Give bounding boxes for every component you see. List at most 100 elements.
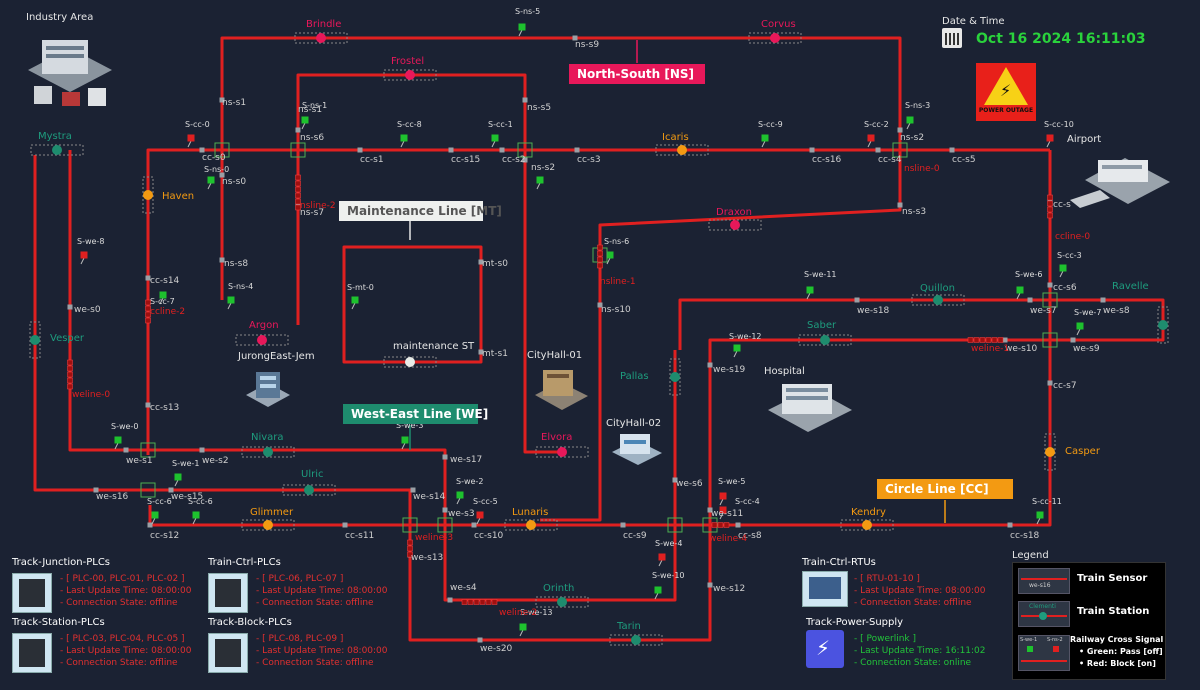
track-junction[interactable] xyxy=(437,517,453,533)
track-sensor[interactable] xyxy=(478,349,484,355)
track-sensor[interactable] xyxy=(342,522,348,528)
signal-green[interactable] xyxy=(806,286,814,294)
signal-green[interactable] xyxy=(906,116,914,124)
plc-ctrl-panel[interactable]: Train-Ctrl-PLCs xyxy=(208,557,281,569)
station-dot[interactable] xyxy=(820,335,830,345)
signal-green[interactable] xyxy=(1016,286,1024,294)
track-sensor[interactable] xyxy=(854,297,860,303)
signal-green[interactable] xyxy=(1059,264,1067,272)
signal-red[interactable] xyxy=(658,553,666,561)
track-sensor[interactable] xyxy=(522,97,528,103)
track-sensor[interactable] xyxy=(707,507,713,513)
signal-green[interactable] xyxy=(227,296,235,304)
signal-green[interactable] xyxy=(491,134,499,142)
track-sensor[interactable] xyxy=(897,127,903,133)
track-sensor[interactable] xyxy=(522,157,528,163)
track-sensor[interactable] xyxy=(219,172,225,178)
track-sensor[interactable] xyxy=(897,202,903,208)
signal-red[interactable] xyxy=(719,506,727,514)
signal-red[interactable] xyxy=(867,134,875,142)
track-sensor[interactable] xyxy=(620,522,626,528)
track-sensor[interactable] xyxy=(574,147,580,153)
track-sensor[interactable] xyxy=(735,522,741,528)
signal-green[interactable] xyxy=(1076,322,1084,330)
signal-red[interactable] xyxy=(1046,134,1054,142)
track-junction[interactable] xyxy=(892,142,908,158)
plc-block-panel[interactable]: Track-Block-PLCs xyxy=(208,617,292,629)
track-sensor[interactable] xyxy=(1007,522,1013,528)
track-sensor[interactable] xyxy=(219,97,225,103)
track-sensor[interactable] xyxy=(442,507,448,513)
track-junction[interactable] xyxy=(214,142,230,158)
track-sensor[interactable] xyxy=(572,35,578,41)
track-sensor[interactable] xyxy=(809,147,815,153)
track-sensor[interactable] xyxy=(93,487,99,493)
station-dot[interactable] xyxy=(670,372,680,382)
signal-green[interactable] xyxy=(733,344,741,352)
track-sensor[interactable] xyxy=(295,127,301,133)
track-sensor[interactable] xyxy=(168,487,174,493)
track-sensor[interactable] xyxy=(123,447,129,453)
track-sensor[interactable] xyxy=(448,147,454,153)
track-junction[interactable] xyxy=(402,517,418,533)
track-junction[interactable] xyxy=(140,482,156,498)
track-junction[interactable] xyxy=(140,442,156,458)
we-line-banner[interactable]: West-East Line [WE] xyxy=(343,404,488,424)
track-sensor[interactable] xyxy=(875,147,881,153)
track-sensor[interactable] xyxy=(145,275,151,281)
track-sensor[interactable] xyxy=(442,454,448,460)
track-junction[interactable] xyxy=(517,142,533,158)
signal-green[interactable] xyxy=(536,176,544,184)
track-sensor[interactable] xyxy=(410,487,416,493)
track-sensor[interactable] xyxy=(478,259,484,265)
plc-station-panel[interactable]: Track-Station-PLCs xyxy=(12,617,105,629)
station-dot[interactable] xyxy=(1158,320,1168,330)
signal-green[interactable] xyxy=(301,116,309,124)
station-dot[interactable] xyxy=(557,597,567,607)
station-dot[interactable] xyxy=(557,447,567,457)
signal-red[interactable] xyxy=(80,251,88,259)
track-junction[interactable] xyxy=(290,142,306,158)
signal-green[interactable] xyxy=(519,623,527,631)
signal-green[interactable] xyxy=(351,296,359,304)
track-sensor[interactable] xyxy=(477,637,483,643)
signal-red[interactable] xyxy=(719,492,727,500)
track-sensor[interactable] xyxy=(145,402,151,408)
station-dot[interactable] xyxy=(1045,447,1055,457)
station-dot[interactable] xyxy=(631,635,641,645)
station-dot[interactable] xyxy=(30,335,40,345)
plc-junction-panel[interactable]: Track-Junction-PLCs xyxy=(12,557,110,569)
signal-green[interactable] xyxy=(456,491,464,499)
signal-green[interactable] xyxy=(761,134,769,142)
signal-green[interactable] xyxy=(1036,511,1044,519)
signal-green[interactable] xyxy=(174,473,182,481)
track-sensor[interactable] xyxy=(1047,282,1053,288)
track-sensor[interactable] xyxy=(147,522,153,528)
signal-green[interactable] xyxy=(207,176,215,184)
track-sensor[interactable] xyxy=(672,477,678,483)
track-sensor[interactable] xyxy=(1047,380,1053,386)
station-dot[interactable] xyxy=(730,220,740,230)
track-sensor[interactable] xyxy=(357,147,363,153)
rtu-panel[interactable]: Train-Ctrl-RTUs xyxy=(802,557,876,569)
track-sensor[interactable] xyxy=(1002,337,1008,343)
cc-line-banner[interactable]: Circle Line [CC] xyxy=(877,479,1013,499)
track-sensor[interactable] xyxy=(447,597,453,603)
station-dot[interactable] xyxy=(143,190,153,200)
track-sensor[interactable] xyxy=(1070,337,1076,343)
track-sensor[interactable] xyxy=(499,147,505,153)
track-sensor[interactable] xyxy=(949,147,955,153)
station-dot[interactable] xyxy=(526,520,536,530)
track-sensor[interactable] xyxy=(707,362,713,368)
power-outage-button[interactable]: ⚡ POWER OUTAGE xyxy=(976,63,1036,121)
station-dot[interactable] xyxy=(257,335,267,345)
station-dot[interactable] xyxy=(316,33,326,43)
track-junction[interactable] xyxy=(1042,292,1058,308)
signal-green[interactable] xyxy=(518,23,526,31)
track-sensor[interactable] xyxy=(1027,297,1033,303)
signal-green[interactable] xyxy=(192,511,200,519)
track-sensor[interactable] xyxy=(67,304,73,310)
signal-green[interactable] xyxy=(401,436,409,444)
station-dot[interactable] xyxy=(677,145,687,155)
station-dot[interactable] xyxy=(405,357,415,367)
